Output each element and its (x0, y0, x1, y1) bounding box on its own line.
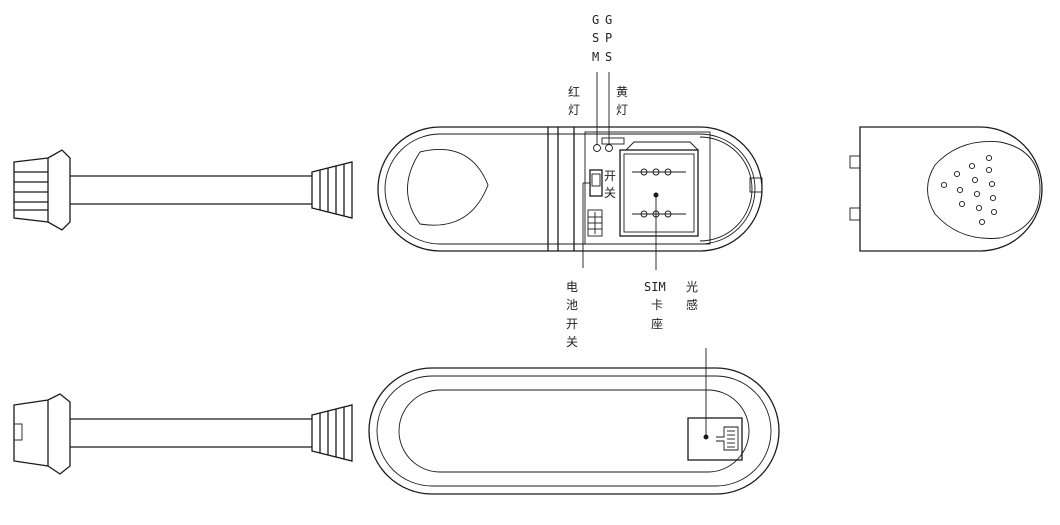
svg-text:开: 开 (566, 317, 578, 331)
top-cable (70, 175, 312, 205)
svg-text:开: 开 (604, 169, 616, 183)
top-strain-relief (311, 161, 353, 219)
label-red-light: 红 灯 (568, 84, 580, 117)
bottom-housing (368, 367, 780, 495)
top-housing (377, 126, 763, 252)
svg-text:P: P (605, 31, 612, 45)
svg-text:电: 电 (566, 280, 578, 294)
svg-text:灯: 灯 (616, 103, 628, 117)
label-gps: G P S (605, 13, 612, 64)
svg-text:池: 池 (566, 298, 578, 312)
svg-text:座: 座 (651, 316, 663, 331)
label-sim-slot: SIM 卡 座 (644, 280, 666, 331)
svg-text:感: 感 (686, 297, 698, 312)
svg-text:S: S (605, 50, 612, 64)
light-sensor (687, 417, 743, 461)
svg-text:黄: 黄 (616, 85, 628, 99)
svg-text:G: G (605, 13, 612, 27)
bottom-connector-plug (13, 393, 71, 475)
bottom-cable (70, 418, 312, 448)
gsm-led (593, 144, 601, 152)
gps-led (605, 144, 613, 152)
svg-text:红: 红 (568, 84, 580, 99)
label-yellow-light: 黄 灯 (616, 85, 628, 117)
label-battery-switch: 电 池 开 关 (566, 280, 578, 349)
svg-text:卡: 卡 (651, 298, 663, 312)
svg-text:G: G (592, 13, 599, 27)
top-device-view: 开 关 (13, 72, 763, 270)
svg-text:SIM: SIM (644, 280, 666, 294)
svg-text:光: 光 (686, 280, 698, 294)
bottom-strain-relief (311, 404, 353, 462)
top-connector-plug (13, 149, 71, 231)
svg-text:M: M (592, 50, 599, 64)
svg-text:关: 关 (604, 186, 616, 200)
svg-text:灯: 灯 (568, 103, 580, 117)
svg-text:关: 关 (566, 335, 578, 349)
speaker-holes (940, 154, 998, 226)
label-gsm: G S M (592, 13, 599, 64)
bottom-device-view (13, 348, 780, 495)
top-pcb: 开 关 (584, 131, 711, 245)
end-cap-view (849, 126, 1043, 252)
svg-text:S: S (592, 31, 599, 45)
label-light-sensor: 光 感 (686, 280, 698, 312)
sim-card-slot (619, 141, 699, 237)
